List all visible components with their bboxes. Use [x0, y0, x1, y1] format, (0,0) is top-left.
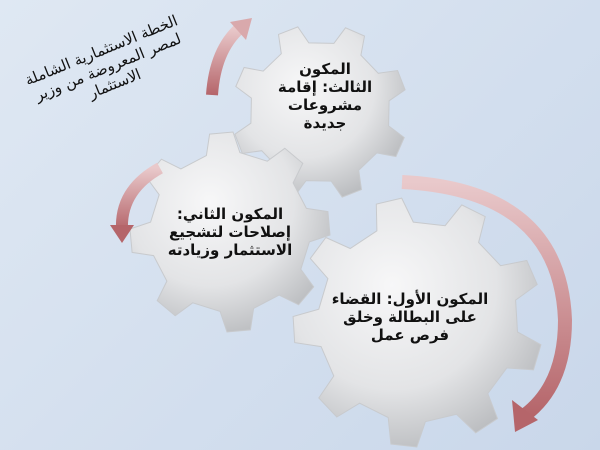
gear-first: [292, 197, 542, 448]
text-line: الاستثمار وزيادته: [167, 241, 293, 259]
text-line: على البطالة وخلق: [343, 308, 477, 326]
component-first-label: المكون الأول: القضاء على البطالة وخلق فر…: [300, 290, 520, 344]
arrow-top: [206, 23, 245, 96]
text-line: الثالث: إقامة: [277, 78, 373, 96]
gear-second: [129, 131, 331, 333]
text-line: إصلاحات لتشجيع: [169, 223, 291, 241]
arrow-left: [115, 162, 164, 231]
text-line: جديدة: [303, 114, 347, 132]
text-line: المكون: [299, 60, 351, 78]
arrowhead-top: [230, 18, 252, 40]
text-line: المكون الأول: القضاء: [331, 290, 489, 308]
arrowhead-right: [512, 400, 538, 432]
text-line: مشروعات: [287, 96, 363, 114]
component-third-label: المكون الثالث: إقامة مشروعات جديدة: [265, 60, 385, 132]
arrow-right: [401, 175, 573, 421]
text-line: فرص عمل: [370, 326, 450, 344]
component-second-label: المكون الثاني: إصلاحات لتشجيع الاستثمار …: [140, 205, 320, 259]
text-line: المكون الثاني:: [176, 205, 284, 223]
arrowhead-left: [110, 225, 134, 243]
